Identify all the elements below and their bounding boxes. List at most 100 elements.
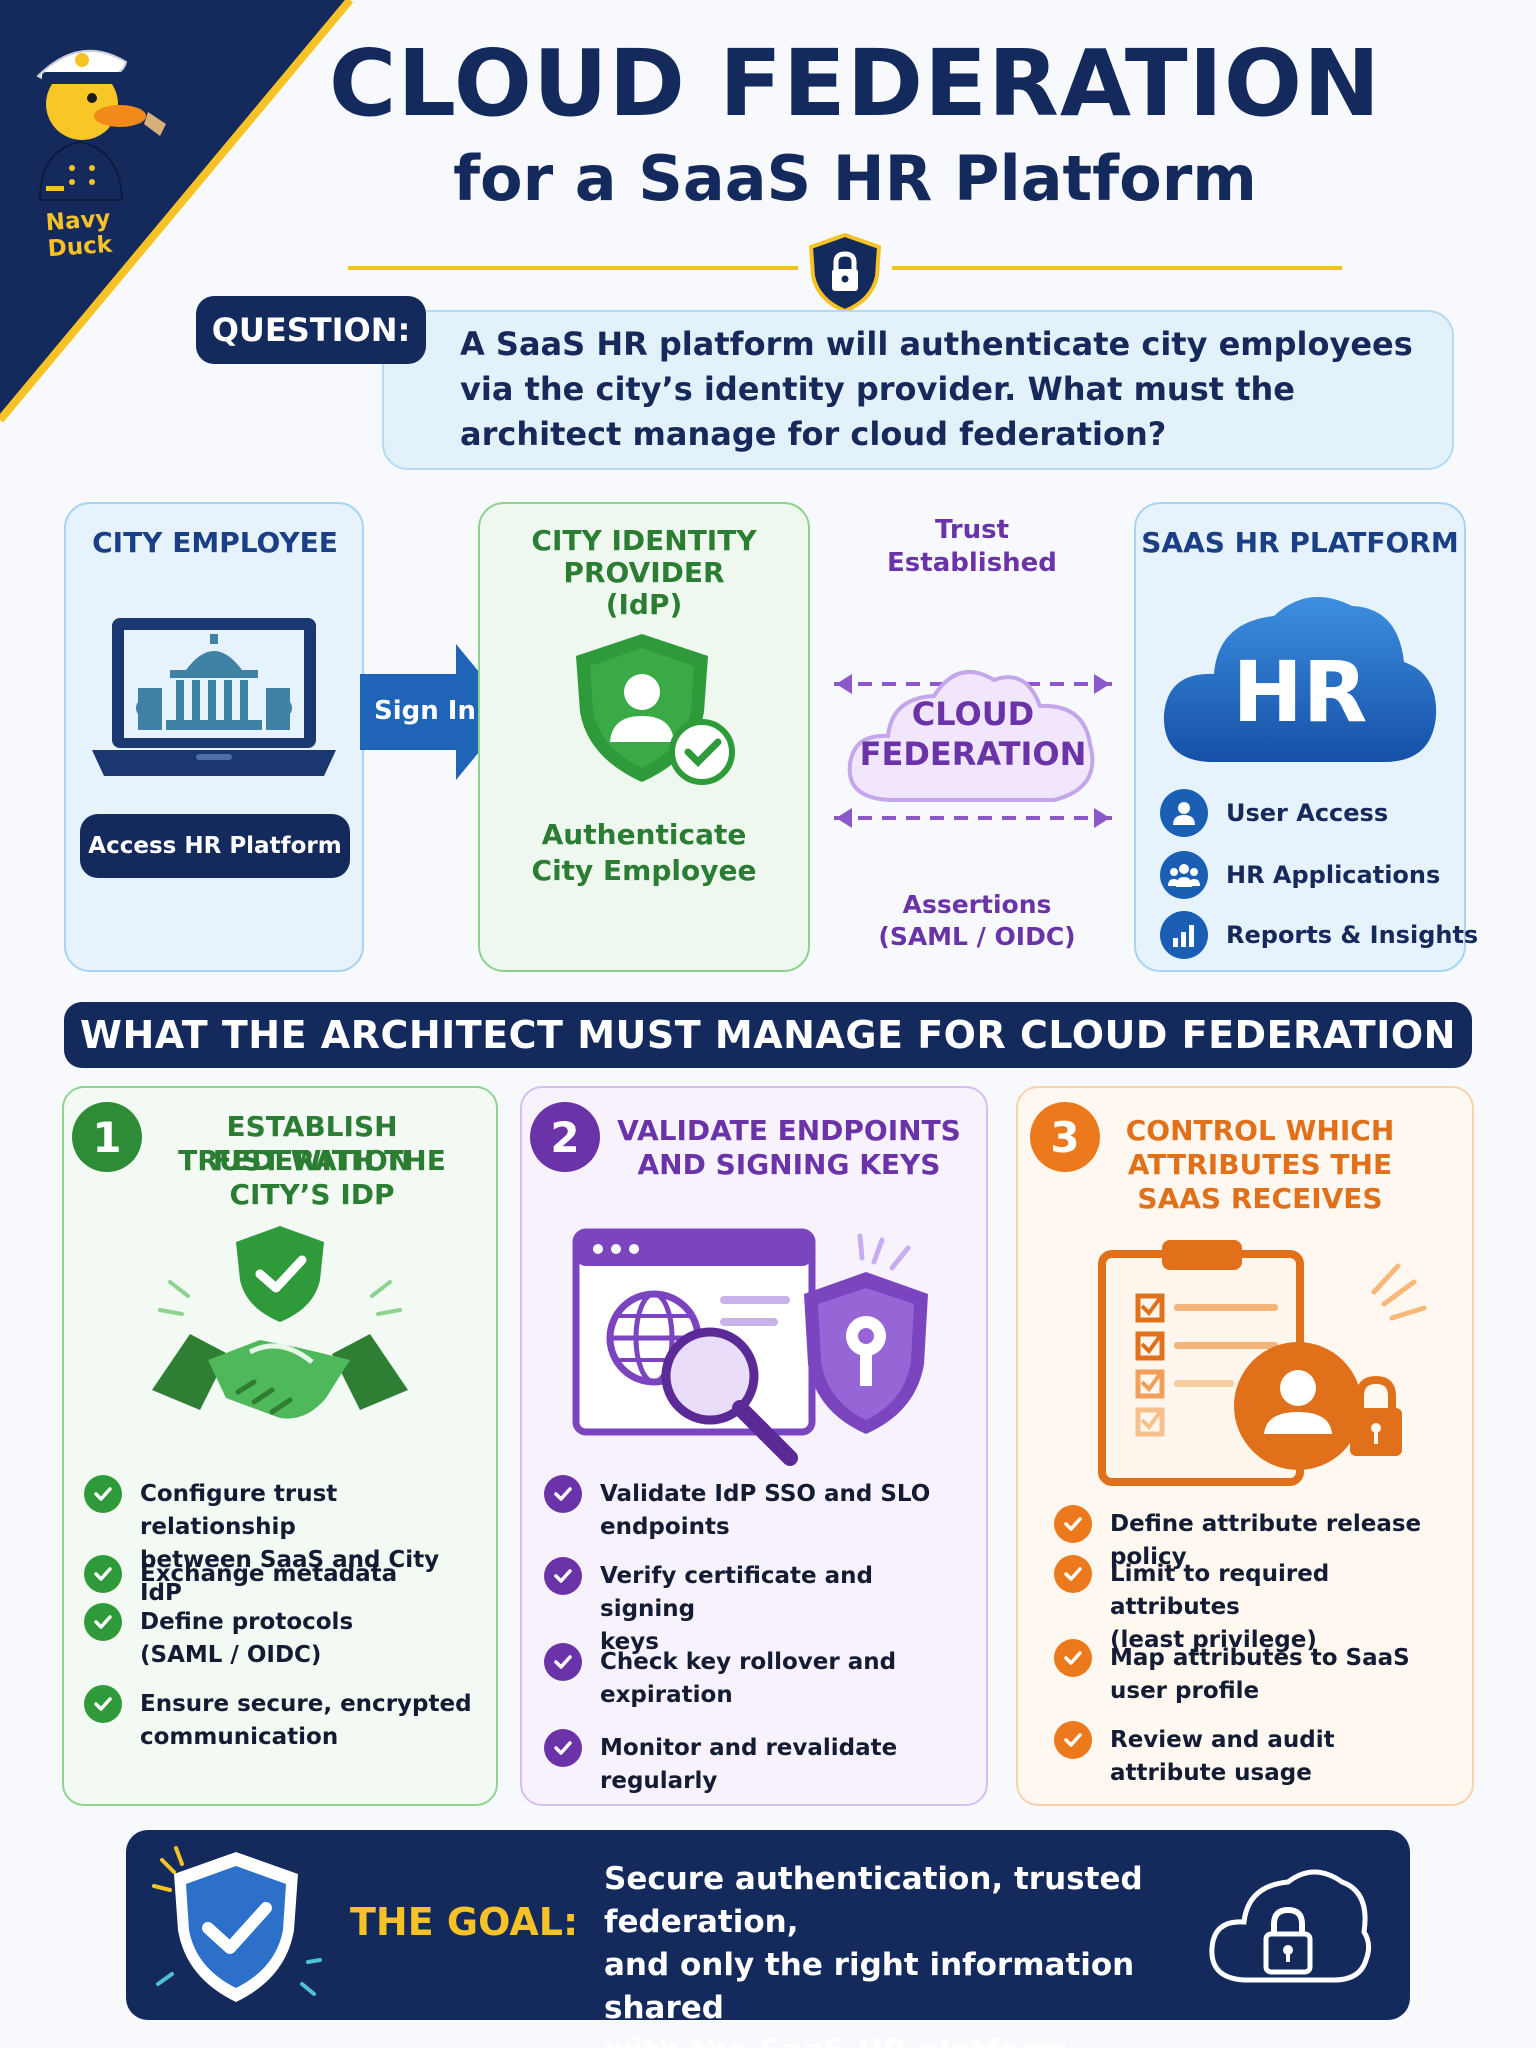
step-1-card (62, 1086, 498, 1806)
step-3-title-3: SAAS RECEIVES (1137, 1182, 1383, 1215)
hr-cloud-label: HR (1232, 643, 1368, 741)
saas-item-label: Reports & Insights (1226, 921, 1479, 949)
check-icon (1054, 1721, 1092, 1759)
goal-label: THE GOAL: (350, 1900, 579, 1944)
city-idp-title-2: PROVIDER (563, 556, 725, 589)
step-1-title-2: TRUST WITH THE (178, 1144, 446, 1177)
user-lock-icon (1234, 1342, 1402, 1470)
question-box (382, 310, 1454, 470)
item-line: user profile (1110, 1678, 1260, 1704)
trust-established-label-1: Trust (934, 515, 1010, 545)
city-idp-card (478, 502, 810, 972)
title-line-1: CLOUD FEDERATION (328, 30, 1382, 137)
step-2-title-2: AND SIGNING KEYS (637, 1148, 941, 1181)
idp-caption-2: City Employee (531, 854, 757, 887)
bar-chart-icon (1160, 911, 1208, 959)
browser-globe-magnifier-icon (572, 1228, 928, 1466)
brand-name: Navy Duck (44, 205, 113, 263)
step-3-item-2: Limit to required attributes (least privi… (1054, 1555, 1464, 1657)
step-1-item-2: Exchange metadata (84, 1555, 484, 1593)
title-divider-left (348, 266, 798, 270)
saas-item-label: User Access (1226, 799, 1389, 827)
sign-in-label: Sign In (374, 696, 476, 726)
item-line: Review and audit (1110, 1727, 1335, 1753)
check-icon (84, 1475, 122, 1513)
step-3-title-1: CONTROL WHICH (1125, 1114, 1395, 1147)
user-icon (1160, 789, 1208, 837)
item-line: Validate IdP SSO and SLO (600, 1481, 931, 1507)
item-line: Define attribute release policy (1110, 1511, 1422, 1570)
cloud-federation-label-1: CLOUD (911, 695, 1035, 733)
duck-mascot-icon (36, 49, 166, 201)
step-1-item-3: Define protocols (SAML / OIDC) (84, 1603, 484, 1672)
step-3-number: 3 (1030, 1102, 1100, 1172)
cloud-icon (1163, 597, 1437, 762)
section-title: WHAT THE ARCHITECT MUST MANAGE FOR CLOUD… (64, 1002, 1472, 1068)
lock-shield-icon (808, 232, 882, 314)
item-line: attribute usage (1110, 1760, 1312, 1786)
step-2-item-3: Check key rollover and expiration (544, 1643, 974, 1712)
item-line: communication (140, 1724, 339, 1750)
step-3-title-2: ATTRIBUTES THE (1127, 1148, 1393, 1181)
arrow-right-icon (360, 644, 512, 780)
check-icon (1054, 1639, 1092, 1677)
saas-item-label: HR Applications (1226, 861, 1441, 889)
check-icon (1054, 1505, 1092, 1543)
step-2-title-1: VALIDATE ENDPOINTS (617, 1114, 961, 1147)
goal-banner (126, 1830, 1410, 2020)
goal-text-line: with the SaaS HR platform. (604, 2030, 1264, 2048)
check-icon (84, 1685, 122, 1723)
check-icon (1054, 1555, 1092, 1593)
item-line: (least privilege) (1110, 1627, 1317, 1653)
question-text: A SaaS HR platform will authenticate cit… (460, 325, 1413, 453)
check-icon (544, 1643, 582, 1681)
goal-text-line: and only the right information shared (604, 1947, 1135, 2026)
saas-item-reports: Reports & Insights (1160, 910, 1478, 960)
check-icon (544, 1557, 582, 1595)
step-3-item-3: Map attributes to SaaS user profile (1054, 1639, 1464, 1708)
item-line: Limit to required attributes (1110, 1561, 1330, 1620)
item-line: Define protocols (140, 1609, 354, 1635)
item-line: (SAML / OIDC) (140, 1642, 322, 1668)
access-hr-platform-button[interactable]: Access HR Platform (80, 814, 350, 878)
item-line: expiration (600, 1682, 733, 1708)
item-line: Check key rollover and (600, 1649, 897, 1675)
title-line-2: for a SaaS HR Platform (453, 142, 1257, 215)
item-line: Monitor and revalidate regularly (600, 1735, 898, 1794)
check-icon (544, 1475, 582, 1513)
check-icon (544, 1729, 582, 1767)
item-line: between SaaS and City IdP (140, 1547, 440, 1606)
laptop-city-hall-icon (92, 618, 336, 776)
title-divider-right (892, 266, 1342, 270)
step-1-title-3: CITY’S IDP (229, 1178, 395, 1211)
saas-hr-title: SAAS HR PLATFORM (1141, 526, 1459, 559)
city-idp-title-3: (IdP) (605, 588, 683, 621)
item-line: Exchange metadata (140, 1561, 398, 1587)
corner-badge (0, 0, 354, 423)
step-3-item-4: Review and audit attribute usage (1054, 1721, 1464, 1790)
clipboard-checklist-icon (1098, 1240, 1427, 1486)
step-1-title-1: ESTABLISH FEDERATION (212, 1110, 412, 1177)
cloud-federation-label-2: FEDERATION (859, 735, 1087, 773)
handshake-shield-icon (152, 1226, 408, 1419)
goal-text: Secure authentication, trusted federatio… (604, 1858, 1264, 2048)
city-employee-title: CITY EMPLOYEE (92, 526, 338, 559)
step-2-number: 2 (530, 1102, 600, 1172)
city-idp-title-1: CITY IDENTITY (531, 524, 757, 557)
cloud-lock-icon (1209, 1869, 1372, 1983)
saas-item-hr-applications: HR Applications (1160, 850, 1440, 900)
assertions-label-2: (SAML / OIDC) (878, 922, 1076, 951)
goal-text-line: Secure authentication, trusted federatio… (604, 1861, 1143, 1940)
check-shield-icon (152, 1846, 322, 2002)
idp-caption-1: Authenticate (541, 818, 747, 851)
federation-cloud-icon (834, 670, 1112, 828)
step-2-item-4: Monitor and revalidate regularly (544, 1729, 974, 1798)
question-label: QUESTION: (196, 296, 426, 364)
check-icon (84, 1555, 122, 1593)
item-line: Map attributes to SaaS (1110, 1645, 1410, 1671)
shield-user-check-icon (576, 634, 735, 785)
